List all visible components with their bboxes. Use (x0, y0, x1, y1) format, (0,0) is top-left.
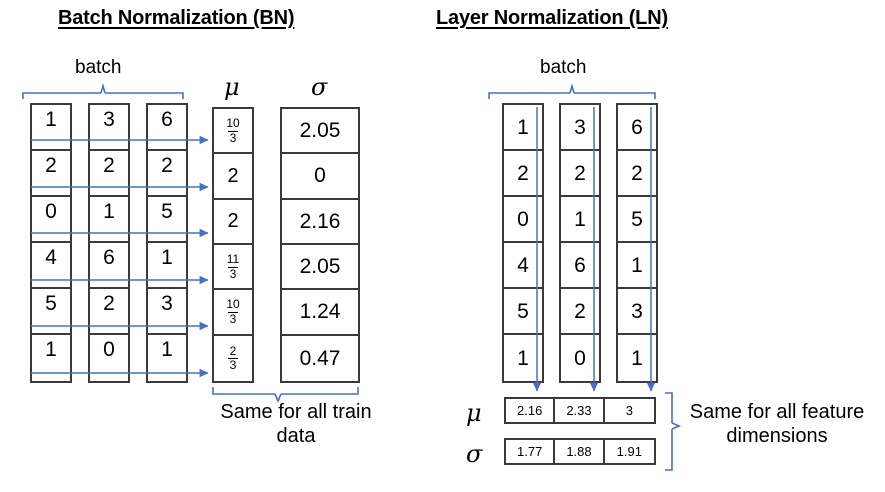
ln-sigma-cell: 1.91 (616, 444, 642, 459)
bn-mu-symbol: μ (224, 73, 240, 101)
fraction-numerator: 11 (226, 252, 240, 267)
bn-batch-brace (22, 83, 184, 99)
ln-data-column-1-cell: 4 (504, 243, 542, 289)
bn-caption-line-2: data (276, 425, 316, 447)
ln-caption: Same for all feature dimensions (672, 400, 882, 448)
ln-sigma-symbol: σ (466, 440, 483, 468)
ln-data-column-1-cell: 0 (504, 197, 542, 243)
ln-data-column-2-cell: 2 (561, 289, 599, 335)
bn-data-column-2-cell: 2 (90, 289, 128, 335)
bn-data-column-3-cell: 5 (148, 197, 186, 243)
fraction-numerator: 10 (226, 116, 240, 131)
ln-caption-line-2: dimensions (726, 425, 828, 447)
ln-data-column-3-cell: 2 (618, 151, 656, 197)
ln-data-column-2-cell: 0 (574, 346, 586, 370)
bn-panel-title: Batch Normalization (BN) (58, 7, 295, 29)
ln-sigma-cell: 1.88 (555, 440, 605, 463)
ln-data-column-3-cell: 3 (618, 289, 656, 335)
bn-data-column-1-cell: 2 (32, 151, 70, 197)
fraction-denominator: 3 (227, 266, 239, 281)
bn-caption-line-1: Same for all train (220, 401, 372, 423)
bn-train-brace (212, 387, 359, 404)
ln-mu-cell: 2.33 (555, 399, 605, 422)
bn-data-column-2-cell: 6 (90, 243, 128, 289)
ln-panel-title: Layer Normalization (LN) (436, 7, 668, 29)
ln-batch-label: batch (540, 57, 587, 78)
bn-caption: Same for all train data (196, 400, 396, 448)
bn-sigma-cell: 2.05 (282, 245, 358, 291)
ln-data-column-2-cell: 3 (561, 105, 599, 151)
ln-data-column-1-cell: 1 (504, 105, 542, 151)
bn-data-column-2-cell: 0 (103, 338, 115, 361)
bn-data-column-2-cell: 1 (90, 197, 128, 243)
bn-mu-cell: 2 (214, 200, 252, 245)
bn-data-column-2-cell: 2 (90, 151, 128, 197)
ln-data-column-2-cell: 2 (561, 151, 599, 197)
ln-batch-brace (488, 83, 656, 99)
fraction-denominator: 3 (227, 130, 239, 145)
ln-data-column-2-cell: 6 (561, 243, 599, 289)
bn-data-column-3-cell: 3 (148, 289, 186, 335)
bn-sigma-cell: 0.47 (299, 346, 341, 370)
ln-data-column-3-cell: 5 (618, 197, 656, 243)
bn-data-column-1-cell: 0 (32, 197, 70, 243)
fraction-numerator: 2 (229, 343, 237, 358)
ln-sigma-cell: 1.77 (506, 440, 556, 463)
bn-sigma-cell: 0 (282, 154, 358, 200)
ln-mu-symbol: μ (466, 399, 482, 427)
bn-sigma-symbol: σ (311, 73, 328, 101)
bn-sigma-cell: 2.05 (282, 109, 358, 155)
bn-data-column-3-cell: 6 (148, 105, 186, 151)
ln-data-column-3-cell: 1 (618, 243, 656, 289)
bn-data-column-3-cell: 1 (148, 243, 186, 289)
ln-caption-line-1: Same for all feature (689, 401, 865, 423)
bn-batch-label: batch (75, 57, 122, 78)
bn-sigma-cell: 1.24 (282, 290, 358, 336)
ln-data-column-1-cell: 1 (517, 346, 529, 370)
bn-data-column-3-cell: 2 (148, 151, 186, 197)
bn-data-column-1-cell: 5 (32, 289, 70, 335)
fraction-numerator: 10 (226, 297, 240, 312)
ln-data-column-1-cell: 5 (504, 289, 542, 335)
ln-mu-cell: 3 (625, 403, 633, 418)
bn-data-column-3-cell: 1 (161, 338, 173, 361)
bn-sigma-cell: 2.16 (282, 200, 358, 245)
fraction-denominator: 3 (227, 311, 239, 326)
bn-mu-cell: 2 (214, 154, 252, 200)
bn-data-column-1-cell: 1 (32, 105, 70, 151)
bn-data-column-1-cell: 1 (45, 338, 57, 361)
bn-data-column-2-cell: 3 (90, 105, 128, 151)
ln-data-column-2-cell: 1 (561, 197, 599, 243)
ln-data-column-3-cell: 1 (631, 346, 643, 370)
ln-mu-cell: 2.16 (506, 399, 556, 422)
ln-data-column-3-cell: 6 (618, 105, 656, 151)
bn-data-column-1-cell: 4 (32, 243, 70, 289)
ln-data-column-1-cell: 2 (504, 151, 542, 197)
fraction-denominator: 3 (227, 358, 239, 373)
